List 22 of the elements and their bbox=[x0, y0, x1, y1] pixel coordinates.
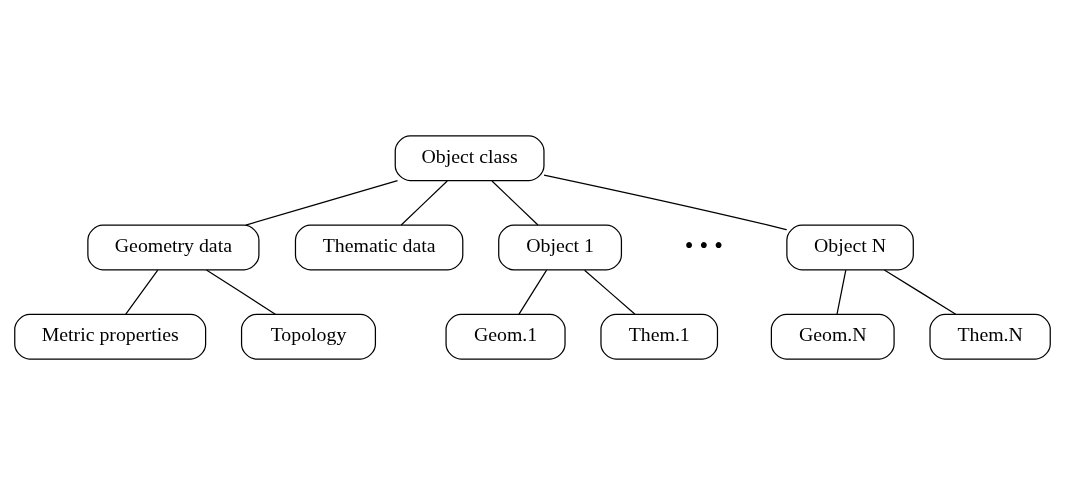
connector bbox=[491, 180, 539, 226]
node-box: Object 1 bbox=[498, 224, 623, 271]
node-box: Thematic data bbox=[294, 224, 464, 271]
connector bbox=[836, 269, 847, 315]
node-box: Topology bbox=[240, 313, 377, 360]
label: • • • bbox=[684, 231, 724, 259]
node-box: Them.N bbox=[929, 313, 1051, 360]
node-box: Geom.N bbox=[770, 313, 895, 360]
connector bbox=[583, 269, 636, 315]
connector bbox=[883, 269, 957, 315]
node-box: Them.1 bbox=[600, 313, 719, 360]
node-box: Metric properties bbox=[14, 313, 207, 360]
node-box: Object class bbox=[394, 135, 545, 182]
node-box: Geom.1 bbox=[445, 313, 566, 360]
connector bbox=[125, 269, 159, 315]
connector bbox=[400, 180, 448, 226]
node-box: Object N bbox=[786, 224, 914, 271]
connector bbox=[543, 174, 788, 231]
connector bbox=[518, 269, 548, 315]
node-box: Geometry data bbox=[87, 224, 260, 271]
connector bbox=[205, 269, 276, 315]
connector bbox=[245, 180, 399, 226]
